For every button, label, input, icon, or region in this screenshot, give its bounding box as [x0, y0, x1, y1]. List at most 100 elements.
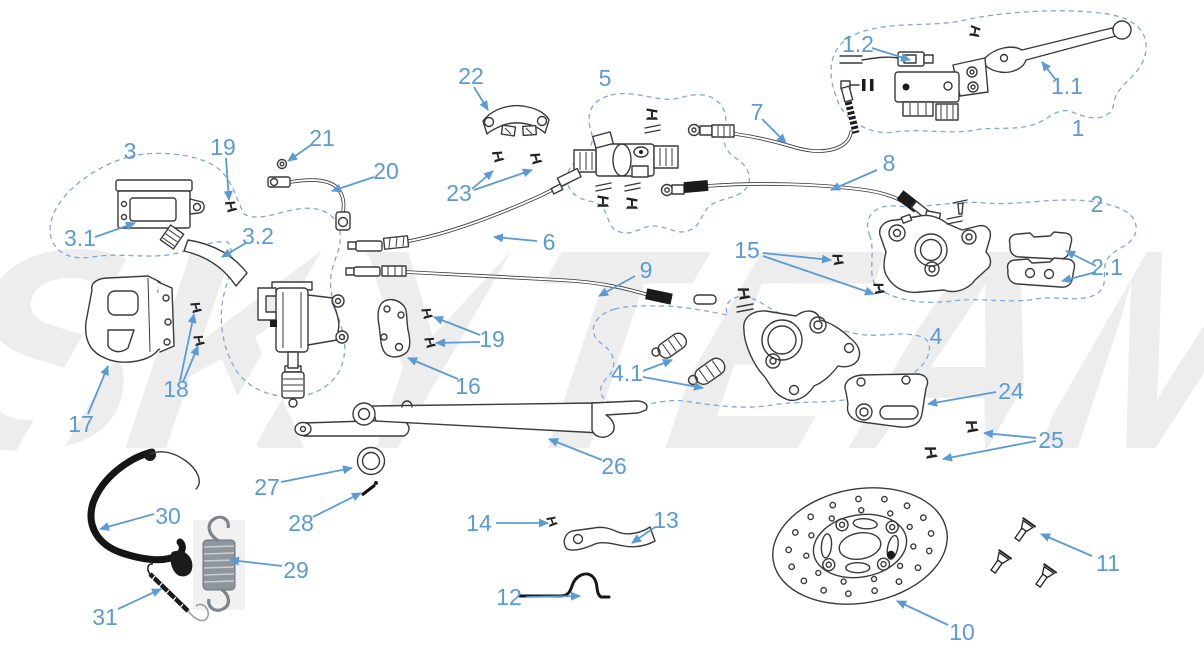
callout-arrow-24	[927, 391, 997, 407]
callout-label-2: 2	[1091, 191, 1104, 217]
callout-arrow-2.1	[1065, 250, 1097, 267]
part-disc-bolts	[985, 516, 1058, 592]
brake-switch-connector	[839, 51, 934, 67]
part-brake-disc	[772, 487, 948, 605]
part-seal-ring	[276, 158, 288, 170]
part-cotter-pin	[361, 481, 378, 497]
callout-arrow-28	[312, 492, 362, 518]
callout-label-21: 21	[309, 125, 335, 151]
callout-label-3.1: 3.1	[64, 225, 96, 251]
bleed-screw	[946, 199, 968, 225]
callout-label-10: 10	[949, 619, 975, 645]
callout-arrow-7	[761, 118, 787, 144]
callout-label-31: 31	[92, 604, 118, 630]
callout-arrow-1.1	[1041, 61, 1057, 81]
group-5-outline	[566, 93, 751, 234]
callout-label-2.1: 2.1	[1091, 254, 1123, 280]
callout-arrow-25	[942, 440, 1037, 462]
callout-label-3: 3	[124, 138, 137, 164]
callout-arrow-2.1	[1061, 271, 1097, 284]
brake-lever-ball-end	[1112, 20, 1132, 40]
part-caliper-hose	[660, 179, 942, 221]
callout-label-6: 6	[543, 229, 556, 255]
callout-label-19: 19	[210, 134, 236, 160]
callout-arrow-13	[631, 526, 656, 544]
callout-arrow-10	[896, 600, 949, 626]
callout-arrow-18	[182, 345, 199, 383]
callout-arrow-15	[762, 252, 832, 264]
callout-label-1: 1	[1072, 115, 1085, 141]
callout-label-17: 17	[68, 411, 94, 437]
callout-arrow-26	[548, 438, 603, 461]
callout-label-4.1: 4.1	[611, 360, 643, 386]
callout-label-4: 4	[930, 323, 943, 349]
part-rear-hose-upper	[347, 167, 582, 252]
callout-arrow-6	[493, 233, 538, 243]
part-brake-pads	[1006, 231, 1076, 288]
group-4-outline	[592, 295, 931, 408]
callout-arrow-3.2	[221, 242, 247, 258]
callout-arrow-19	[223, 157, 233, 201]
caliper-link	[657, 332, 688, 359]
group-outlines	[49, 10, 1147, 408]
part-front-brake-hose	[687, 123, 853, 153]
callout-arrow-3.1	[94, 221, 136, 238]
callout-arrow-4.1	[642, 358, 673, 372]
callout-arrow-1.2	[871, 47, 911, 62]
part-rear-master-cylinder	[257, 281, 349, 408]
callout-arrow-29	[229, 556, 283, 567]
part-joint-plate	[377, 298, 411, 358]
callout-label-25: 25	[1038, 427, 1064, 453]
callout-arrow-31	[117, 588, 162, 610]
part-front-caliper	[879, 199, 992, 294]
callout-arrow-9	[598, 275, 636, 297]
callout-arrow-4.1	[642, 376, 704, 391]
part-brake-pedal	[294, 400, 648, 438]
disc-holes	[785, 495, 935, 598]
callout-arrow-15	[762, 255, 875, 296]
callout-label-23: 23	[446, 180, 472, 206]
callout-arrow-16	[407, 357, 459, 380]
part-spring-clip	[518, 572, 611, 599]
callout-label-7: 7	[751, 99, 764, 125]
part-stop-lever	[563, 526, 656, 551]
part-junction-valve	[573, 108, 679, 211]
callout-arrow-11	[1040, 533, 1093, 557]
callout-label-28: 28	[288, 510, 314, 536]
callout-arrow-25	[983, 429, 1037, 439]
callout-label-12: 12	[496, 584, 522, 610]
callout-label-24: 24	[998, 378, 1024, 404]
callout-label-5: 5	[599, 65, 612, 91]
callout-arrow-23	[471, 170, 494, 190]
callout-arrow-21	[287, 144, 312, 162]
callout-arrow-19	[435, 338, 481, 348]
part-return-spring-large	[193, 515, 245, 612]
callout-arrow-8	[830, 169, 878, 191]
hose-spring-guard	[843, 96, 860, 134]
part-return-spring-small	[147, 563, 210, 622]
screw	[644, 108, 660, 122]
brake-lever-blade	[983, 27, 1117, 74]
part-handlebar-bracket	[482, 104, 550, 137]
part-heel-guard	[84, 275, 175, 363]
callout-label-8: 8	[883, 150, 896, 176]
callout-arrow-20	[331, 176, 375, 193]
group-3-outline	[49, 152, 346, 398]
callout-label-26: 26	[601, 453, 627, 479]
callout-label-3.2: 3.2	[242, 223, 274, 249]
group-2-outline	[866, 199, 1137, 304]
part-mount-bracket	[844, 373, 929, 428]
part-washer	[356, 446, 386, 476]
callout-arrow-12	[525, 591, 581, 601]
callout-arrow-30	[99, 513, 155, 531]
callout-label-14: 14	[466, 510, 492, 536]
callout-label-13: 13	[653, 507, 679, 533]
screw	[967, 24, 983, 39]
screw-23	[528, 151, 544, 166]
callout-label-29: 29	[283, 557, 309, 583]
part-front-master-cylinder-assembly	[839, 20, 1132, 134]
callout-arrow-17	[87, 365, 109, 415]
screw-23	[490, 149, 506, 164]
